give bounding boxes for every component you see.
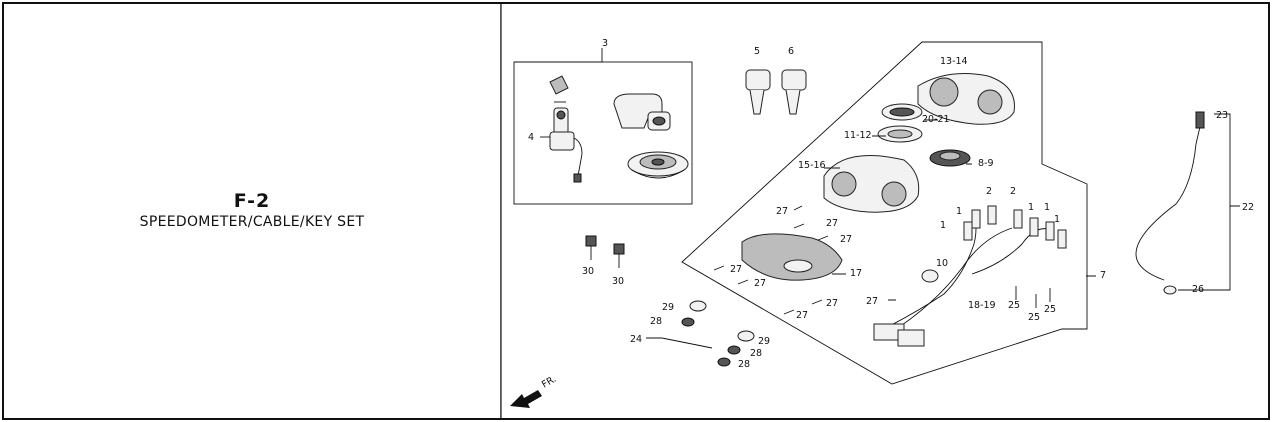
direction-label: FR.	[540, 374, 558, 391]
meter-lens-cover-part	[917, 73, 1015, 125]
callout-1-b: 1	[940, 220, 946, 231]
callout-22: 22	[1242, 202, 1254, 213]
screws-27-group	[713, 205, 896, 315]
seat-lock-part	[613, 93, 671, 131]
callout-27-a: 27	[776, 206, 788, 217]
wire-harness-part	[873, 213, 1053, 347]
key-6-part	[781, 69, 807, 115]
callout-5: 5	[754, 46, 760, 57]
fuel-cap-part	[627, 151, 689, 179]
callout-2-a: 2	[986, 186, 992, 197]
callout-15-16: 15-16	[798, 160, 826, 171]
callout-25-c: 25	[1044, 304, 1056, 315]
callout-7: 7	[1100, 270, 1106, 281]
callout-3: 3	[602, 38, 608, 49]
callout-1-d: 1	[1044, 202, 1050, 213]
meter-ring-upper-part	[881, 103, 923, 121]
callout-4: 4	[528, 132, 534, 143]
callout-27-d: 27	[730, 264, 742, 275]
section-title: SPEEDOMETER/CABLE/KEY SET	[139, 214, 365, 230]
front-direction-arrow: FR.	[510, 374, 558, 408]
callout-27-c: 27	[840, 234, 852, 245]
callout-25-b: 25	[1028, 312, 1040, 323]
callout-30-a: 30	[582, 266, 594, 277]
callout-28-c: 28	[738, 359, 750, 370]
callout-28-a: 28	[650, 316, 662, 327]
bulb-sockets-group	[963, 205, 1067, 249]
bracket-24-part	[661, 337, 713, 349]
meter-socket-part	[929, 149, 971, 167]
washers-group	[681, 300, 755, 367]
meter-ring-lower-part	[877, 125, 923, 143]
callout-18-19: 18-19	[968, 300, 996, 311]
callout-27-g: 27	[796, 310, 808, 321]
exploded-parts-diagram: FR. 3 4 5 6 13-14 20-21 11-12 8-9 15-16 …	[510, 38, 1254, 408]
key-5-part	[745, 69, 771, 115]
callout-26: 26	[1192, 284, 1204, 295]
callout-8-9: 8-9	[978, 158, 994, 169]
callout-29-a: 29	[662, 302, 674, 313]
callout-24: 24	[630, 334, 642, 345]
callout-25-a: 25	[1008, 300, 1020, 311]
callout-27-b: 27	[826, 218, 838, 229]
meter-case-part	[823, 155, 920, 213]
section-heading: F-2 SPEEDOMETER/CABLE/KEY SET	[4, 190, 500, 230]
callout-1-c: 1	[1028, 202, 1034, 213]
callout-1-e: 1	[1054, 214, 1060, 225]
callout-30-b: 30	[612, 276, 624, 287]
callout-13-14: 13-14	[940, 56, 968, 67]
key-cylinder-part	[540, 75, 583, 183]
cable-leader	[1178, 113, 1231, 291]
callout-20-21: 20-21	[922, 114, 950, 125]
callout-27-h: 27	[866, 296, 878, 307]
callout-27-e: 27	[754, 278, 766, 289]
speedometer-cable-part	[1135, 111, 1205, 295]
exploded-diagram-panel: FR. 3 4 5 6 13-14 20-21 11-12 8-9 15-16 …	[501, 4, 1269, 418]
callout-1-a: 1	[956, 206, 962, 217]
callout-27-f: 27	[826, 298, 838, 309]
meter-assembly-outline	[681, 41, 1088, 385]
callout-6: 6	[788, 46, 794, 57]
title-panel: F-2 SPEEDOMETER/CABLE/KEY SET	[4, 4, 501, 418]
callout-23: 23	[1216, 110, 1228, 121]
callout-17: 17	[850, 268, 862, 279]
callout-29-b: 29	[758, 336, 770, 347]
meter-lower-case-part	[741, 233, 843, 281]
bolts-30-group	[585, 235, 625, 268]
leader-lines	[646, 119, 1240, 339]
callout-2-b: 2	[1010, 186, 1016, 197]
key-set-group-outline	[513, 61, 693, 205]
bulb-10-part	[921, 269, 939, 283]
screws-25-group	[1015, 286, 1051, 308]
group-3-leader	[514, 48, 603, 63]
callout-28-b: 28	[750, 348, 762, 359]
callout-10: 10	[936, 258, 948, 269]
section-code: F-2	[233, 190, 271, 212]
callout-11-12: 11-12	[844, 130, 872, 141]
